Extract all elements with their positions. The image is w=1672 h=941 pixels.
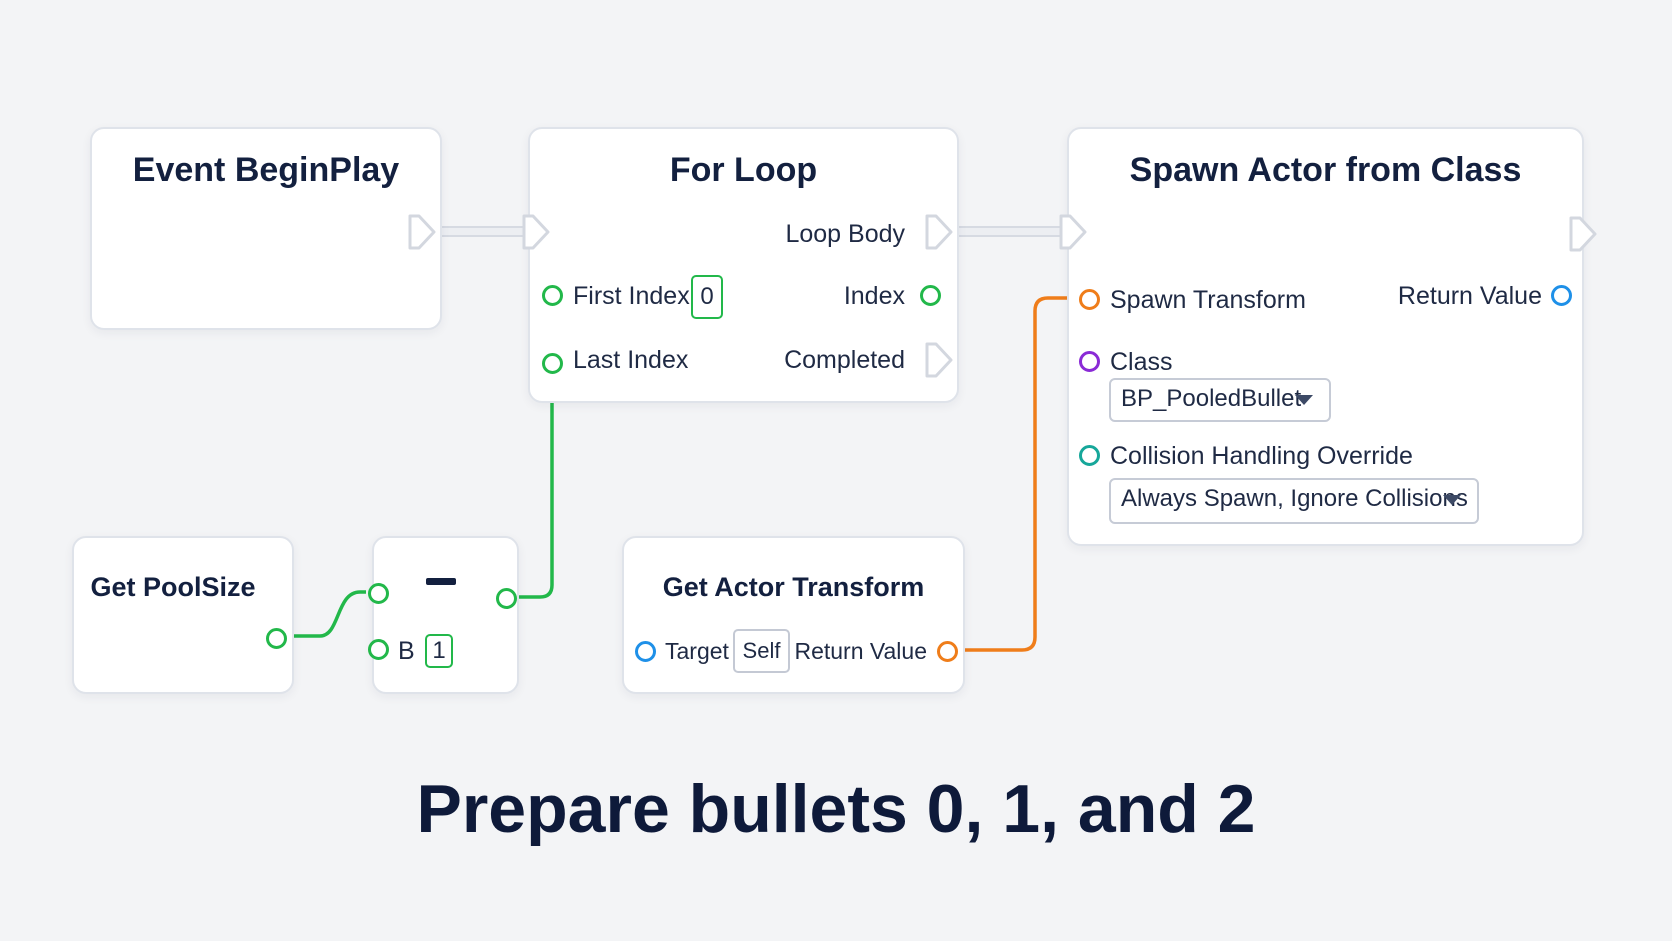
target-self-value[interactable]: Self (733, 629, 790, 673)
first-index-label: First Index (573, 282, 690, 310)
return-value-label: Return Value (1397, 282, 1542, 310)
target-label: Target (665, 638, 729, 664)
return-value-pin[interactable] (1551, 285, 1572, 306)
input-a-pin[interactable] (368, 583, 389, 604)
event-beginplay-node[interactable]: Event BeginPlay (90, 127, 442, 330)
node-title: Spawn Actor from Class (1129, 151, 1522, 189)
spawn-transform-pin[interactable] (1079, 289, 1100, 310)
class-label: Class (1110, 348, 1173, 376)
last-index-label: Last Index (573, 346, 689, 374)
get-poolsize-node[interactable]: Get PoolSize (72, 536, 294, 694)
node-title: Get Actor Transform (662, 572, 925, 602)
get-actor-transform-node[interactable]: Get Actor Transform Target Self Return V… (622, 536, 965, 694)
loop-body-exec-pin[interactable] (924, 213, 954, 251)
collision-dropdown-value: Always Spawn, Ignore Collisions (1121, 485, 1468, 512)
node-title: Get PoolSize (90, 572, 256, 602)
class-dropdown[interactable]: BP_PooledBullet (1109, 378, 1331, 422)
subtract-node[interactable]: B 1 (368, 536, 519, 694)
first-index-pin[interactable] (542, 285, 563, 306)
caption: Prepare bullets 0, 1, and 2 (416, 771, 1256, 847)
loop-body-label: Loop Body (785, 220, 905, 248)
spawn-transform-label: Spawn Transform (1110, 286, 1306, 314)
collision-label: Collision Handling Override (1110, 442, 1413, 470)
input-b-label: B (398, 637, 415, 665)
wire-transform (963, 296, 1079, 652)
index-label: Index (843, 282, 905, 310)
exec-wire-loop-to-spawn (954, 226, 1062, 237)
minus-out-pin[interactable] (496, 588, 517, 609)
spawn-exec-out-pin[interactable] (1568, 215, 1598, 253)
collision-dropdown[interactable]: Always Spawn, Ignore Collisions (1109, 478, 1479, 524)
input-b-pin[interactable] (368, 639, 389, 660)
wire-minus-to-lastindex (516, 392, 554, 599)
spawn-exec-in-pin[interactable] (1058, 213, 1088, 251)
chevron-down-icon (1443, 495, 1461, 505)
minus-icon (426, 578, 456, 585)
transform-out-pin[interactable] (937, 641, 958, 662)
class-pin[interactable] (1079, 351, 1100, 372)
input-b-value[interactable]: 1 (425, 634, 453, 668)
first-index-value[interactable]: 0 (691, 275, 723, 319)
last-index-pin[interactable] (542, 353, 563, 374)
return-value-label: Return Value (794, 638, 927, 664)
index-pin[interactable] (920, 285, 941, 306)
node-title: Event BeginPlay (132, 151, 400, 189)
node-title: For Loop (669, 151, 818, 189)
completed-exec-pin[interactable] (924, 341, 954, 379)
poolsize-out-pin[interactable] (266, 628, 287, 649)
exec-wire-begin-to-loop (435, 226, 525, 237)
spawn-actor-node[interactable]: Spawn Actor from Class Spawn Transform R… (1067, 127, 1584, 546)
for-loop-node[interactable]: For Loop Loop Body First Index 0 Index L… (528, 127, 959, 403)
exec-in-pin[interactable] (521, 213, 551, 251)
class-dropdown-value: BP_PooledBullet (1121, 385, 1302, 412)
collision-pin[interactable] (1079, 445, 1100, 466)
completed-label: Completed (784, 346, 905, 374)
exec-out-pin[interactable] (407, 213, 437, 251)
chevron-down-icon (1295, 395, 1313, 405)
wire-poolsize-to-minus (277, 590, 366, 638)
target-pin[interactable] (635, 641, 656, 662)
